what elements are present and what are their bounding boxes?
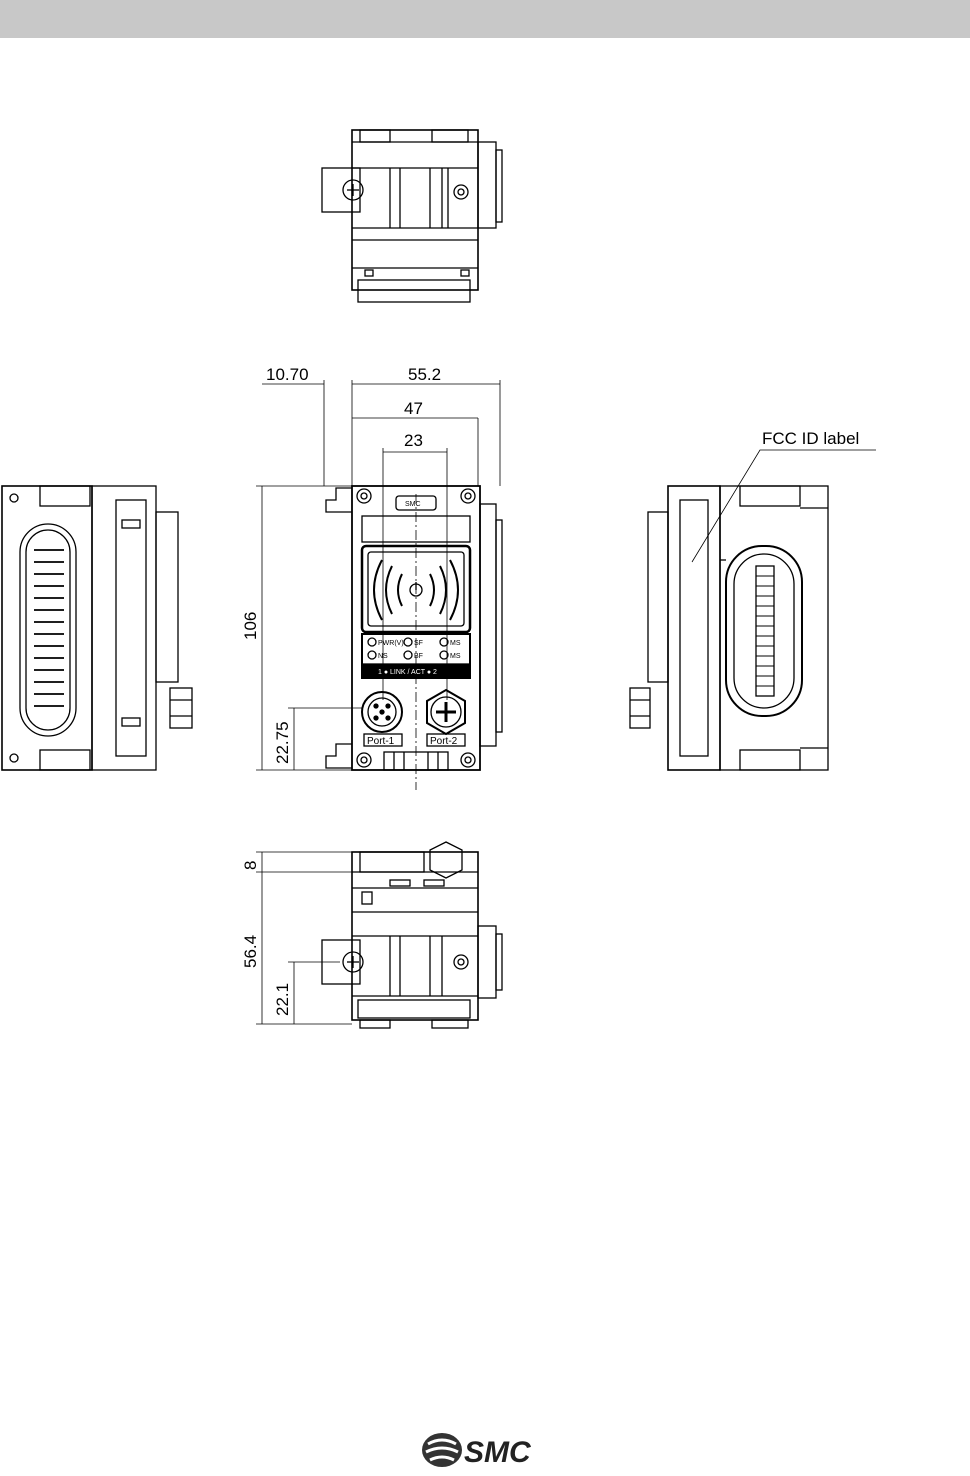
dim-offset-left: 10.70 [266, 365, 309, 384]
dim-height: 106 [241, 612, 260, 640]
led-ns-label: NS [378, 653, 388, 660]
dim-body-width: 47 [404, 399, 423, 418]
led-bf-label: BF [414, 653, 423, 660]
dim-top-margin: 8 [241, 861, 260, 870]
port-1-label: Port-1 [367, 736, 395, 747]
led-sf-label: SF [414, 640, 423, 647]
dim-port-height: 22.75 [273, 721, 292, 764]
fcc-id-label: FCC ID label [762, 429, 859, 448]
logo-text: SMC [464, 1436, 532, 1469]
dim-total-width: 55.2 [408, 365, 441, 384]
dim-depth: 56.4 [241, 935, 260, 968]
link-act-label: 1 ● LINK / ACT ● 2 [378, 669, 437, 676]
led-ms2-label: MS [450, 653, 461, 660]
led-ms-label: MS [450, 640, 461, 647]
smc-logo: SMC [422, 1433, 532, 1469]
dim-screw-height: 22.1 [273, 983, 292, 1016]
badge-label: SMC [405, 501, 421, 508]
port-2-label: Port-2 [430, 736, 458, 747]
led-pwr-label: PWR(V) [378, 640, 404, 647]
dim-center-width: 23 [404, 431, 423, 450]
